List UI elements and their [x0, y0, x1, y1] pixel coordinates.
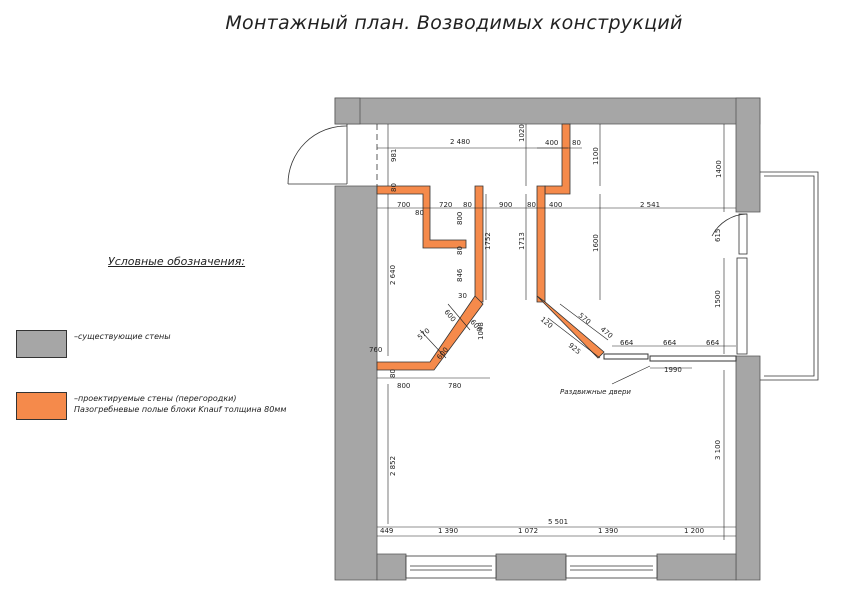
partition-right-vertical: [536, 185, 546, 303]
balcony-window: [736, 257, 748, 355]
dim-label: 449: [380, 527, 393, 535]
dim-label: 2 480: [450, 138, 470, 146]
dim-label: 1500: [714, 290, 722, 308]
dim-label: 80: [572, 139, 581, 147]
sliding-doors-note: Раздвижные двери: [560, 388, 631, 396]
window-right: [565, 555, 658, 579]
dim-label: 400: [549, 201, 562, 209]
window-left: [405, 555, 497, 579]
legend-heading: Условные обозначения:: [108, 255, 246, 268]
balcony-door: [738, 213, 748, 255]
dim-label: 1 390: [598, 527, 618, 535]
dim-label: 800: [456, 212, 464, 225]
dim-label: 80: [463, 201, 472, 209]
dim-label: 120: [539, 315, 554, 330]
dim-label: 80: [389, 369, 397, 378]
dim-label: 2 541: [640, 201, 660, 209]
dimension-lines: [377, 124, 736, 540]
dim-label: 900: [499, 201, 512, 209]
dim-label: 400: [545, 139, 558, 147]
dim-label: 2 640: [389, 265, 397, 285]
legend-existing-wall-swatch: [16, 330, 67, 358]
dim-label: 1990: [664, 366, 682, 374]
dim-label: 664: [620, 339, 634, 347]
bottom-windows: [405, 555, 658, 579]
wall-bottom-right: [656, 553, 737, 581]
sliding-doors: [603, 353, 737, 362]
partition-top: [544, 123, 571, 195]
dim-label: 1713: [518, 232, 526, 250]
page-title: Монтажный план. Возводимых конструкций: [225, 12, 683, 34]
existing-walls: [334, 97, 761, 581]
wall-bottom-mid: [495, 553, 567, 581]
dim-label: 1 200: [684, 527, 704, 535]
dim-label: 800: [397, 382, 410, 390]
partition-right-diagonal: [536, 295, 605, 359]
dim-label: 615: [714, 229, 722, 242]
dim-label: 664: [663, 339, 677, 347]
balcony: [711, 171, 819, 381]
legend-new-wall-label-2: Пазогребневые полые блоки Knauf толщина …: [74, 405, 287, 414]
dim-label: 570: [416, 327, 431, 342]
dim-label: 1600: [592, 234, 600, 252]
dim-label: 1 390: [438, 527, 458, 535]
dim-label: 570: [577, 311, 592, 326]
dim-label: 2 852: [389, 456, 397, 476]
entrance-door: [287, 124, 378, 186]
dim-label: 80: [415, 209, 424, 217]
dim-label: 760: [369, 346, 382, 354]
dim-label: 5 501: [548, 518, 568, 526]
dim-label: 1752: [484, 232, 492, 250]
dim-label: 700: [397, 201, 410, 209]
partition-left-vertical: [474, 185, 484, 303]
dim-label: 925: [567, 341, 582, 356]
dim-label: 600: [442, 308, 457, 323]
wall-top: [334, 97, 761, 125]
legend-new-wall-swatch: [16, 392, 67, 420]
door-swing-arc: [287, 125, 348, 185]
legend-new-wall-label-1: –проектируемые стены (перегородки): [74, 394, 237, 403]
dim-label: 80: [390, 183, 398, 192]
wall-bottom-left: [376, 553, 407, 581]
partition-left-diagonal: [376, 295, 484, 371]
wall-right-lower: [735, 355, 761, 581]
dim-label: 3 100: [714, 440, 722, 460]
dim-label: 80: [456, 246, 464, 255]
dim-label: 1100: [592, 147, 600, 165]
dim-label: 720: [439, 201, 452, 209]
dim-label: 780: [448, 382, 461, 390]
wall-left-upper: [334, 97, 361, 125]
wall-left: [334, 185, 378, 581]
dim-label: 1020: [518, 124, 526, 142]
dim-label: 1 072: [518, 527, 538, 535]
new-partitions: [376, 123, 605, 371]
dim-label: 1048: [477, 322, 485, 340]
partition-left-niche: [376, 185, 467, 249]
dim-label: 30: [458, 292, 467, 300]
wall-right-upper: [735, 97, 761, 213]
dim-label: 1400: [715, 160, 723, 178]
legend-existing-wall-label: –существующие стены: [74, 332, 171, 341]
dim-label: 80: [527, 201, 536, 209]
dim-label: 470: [599, 325, 614, 340]
dim-label: 981: [390, 149, 398, 162]
dim-label: 846: [456, 268, 464, 282]
dim-label: 664: [706, 339, 720, 347]
